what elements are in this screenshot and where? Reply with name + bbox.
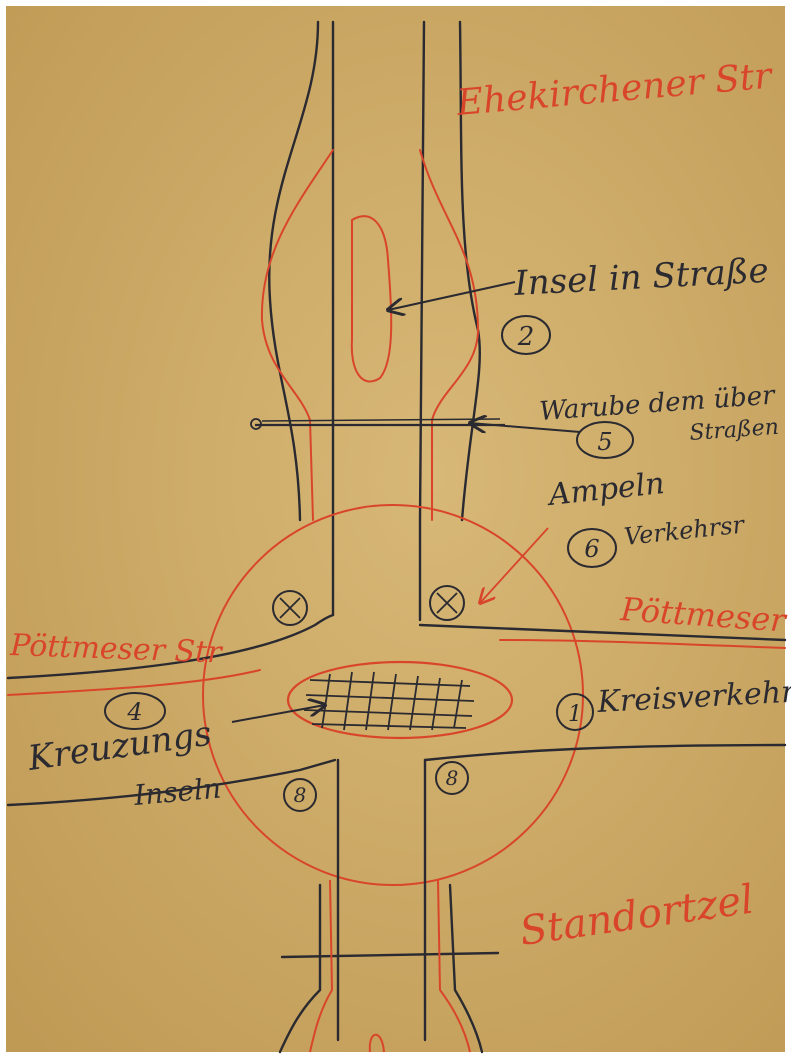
street-name-left: Pöttmeser Str — [9, 628, 224, 670]
corner-mark-sw: 8 — [294, 783, 307, 807]
svg-text:1: 1 — [568, 702, 582, 727]
svg-text:6: 6 — [584, 535, 599, 563]
svg-text:2: 2 — [517, 322, 535, 352]
svg-text:5: 5 — [597, 428, 612, 456]
corner-mark-se: 8 — [446, 766, 459, 790]
svg-text:4: 4 — [126, 698, 142, 726]
